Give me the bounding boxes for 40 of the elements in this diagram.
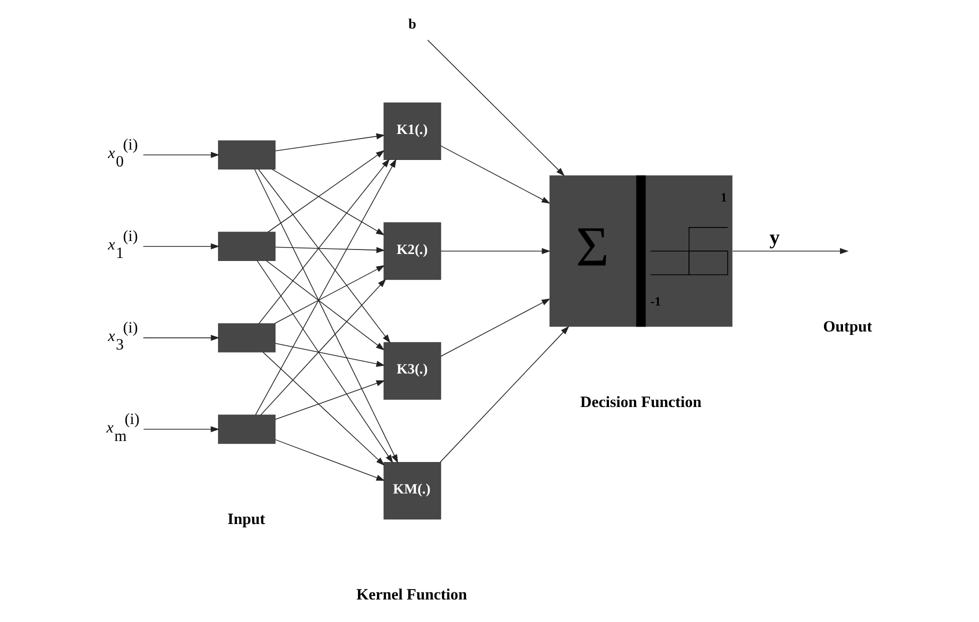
- node-box: K2(.): [383, 222, 441, 280]
- node-box: [218, 140, 276, 170]
- arrow: [439, 326, 569, 463]
- node-box: K1(.): [383, 102, 441, 160]
- node-box: K3(.): [383, 342, 441, 400]
- arrow: [142, 426, 219, 432]
- arrow: [142, 152, 220, 158]
- node-box: [218, 323, 276, 352]
- arrow: [732, 248, 848, 254]
- arrow: [266, 260, 384, 350]
- arrow: [258, 169, 390, 344]
- arrow: [440, 298, 550, 357]
- arrow: [267, 150, 384, 232]
- arrow: [274, 380, 384, 420]
- arrow: [440, 248, 550, 254]
- arrow: [142, 243, 220, 250]
- arrow: [274, 343, 385, 367]
- arrow: [274, 265, 384, 324]
- arrow: [262, 352, 384, 466]
- label: Input: [226, 510, 265, 528]
- arrow: [254, 168, 398, 464]
- arrow: [270, 168, 384, 236]
- node-box: [218, 232, 276, 261]
- arrow: [260, 278, 386, 416]
- arrow: [274, 439, 384, 481]
- node-box: KM(.): [383, 462, 441, 520]
- edge-label: y: [768, 226, 780, 249]
- node-text: b: [408, 16, 416, 32]
- label: Decision Function: [580, 394, 701, 412]
- arrow: [254, 158, 396, 416]
- arrow: [258, 158, 390, 324]
- arrow: [256, 260, 393, 464]
- arrow: [426, 40, 564, 176]
- arrow: [440, 145, 550, 204]
- arrow: [274, 246, 385, 254]
- node-box: [218, 414, 276, 444]
- label: Kernel Function: [356, 586, 467, 604]
- arrow: [142, 334, 220, 341]
- label: Output: [822, 318, 872, 336]
- arrow: [274, 133, 385, 152]
